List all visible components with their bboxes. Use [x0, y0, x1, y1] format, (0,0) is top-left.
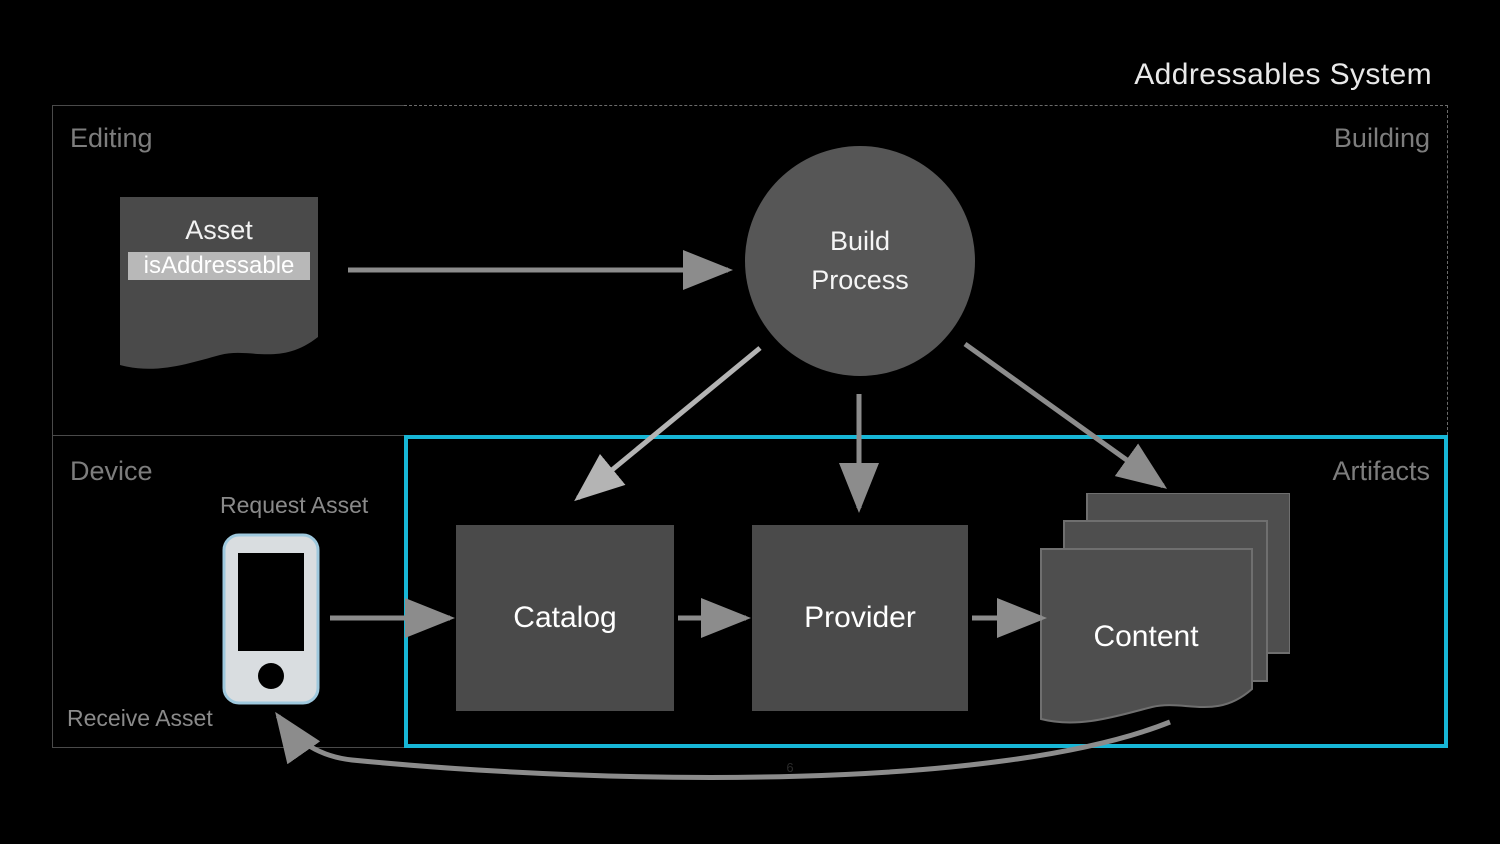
mobile-phone-icon	[222, 533, 320, 705]
build-process-line2: Process	[811, 265, 909, 295]
asset-property-label: isAddressable	[143, 252, 295, 279]
quadrant-editing	[52, 105, 404, 435]
quadrant-building	[404, 105, 1448, 435]
quadrant-label-artifacts: Artifacts	[1332, 456, 1430, 486]
asset-property-highlight	[128, 252, 310, 280]
caption-request-asset: Request Asset	[220, 492, 369, 518]
quadrant-label-building: Building	[1333, 123, 1430, 153]
asset-title: Asset	[185, 215, 253, 245]
quadrant-label-editing: Editing	[70, 123, 153, 153]
build-process-label: Build Process	[745, 222, 975, 300]
document-icon	[120, 197, 318, 372]
node-catalog: Catalog	[456, 525, 674, 711]
quadrant-device	[52, 435, 404, 748]
caption-receive-asset: Receive Asset	[67, 705, 213, 731]
catalog-label: Catalog	[513, 601, 617, 634]
build-process-line1: Build	[829, 226, 891, 256]
page-number: 6	[786, 760, 794, 775]
document-stack-icon	[1040, 493, 1290, 741]
node-provider: Provider	[752, 525, 968, 711]
page-title: Addressables System	[1134, 58, 1432, 91]
circle-process-icon	[745, 146, 975, 376]
provider-label: Provider	[804, 601, 916, 634]
quadrant-label-device: Device	[70, 456, 153, 486]
content-label: Content	[1093, 620, 1199, 653]
